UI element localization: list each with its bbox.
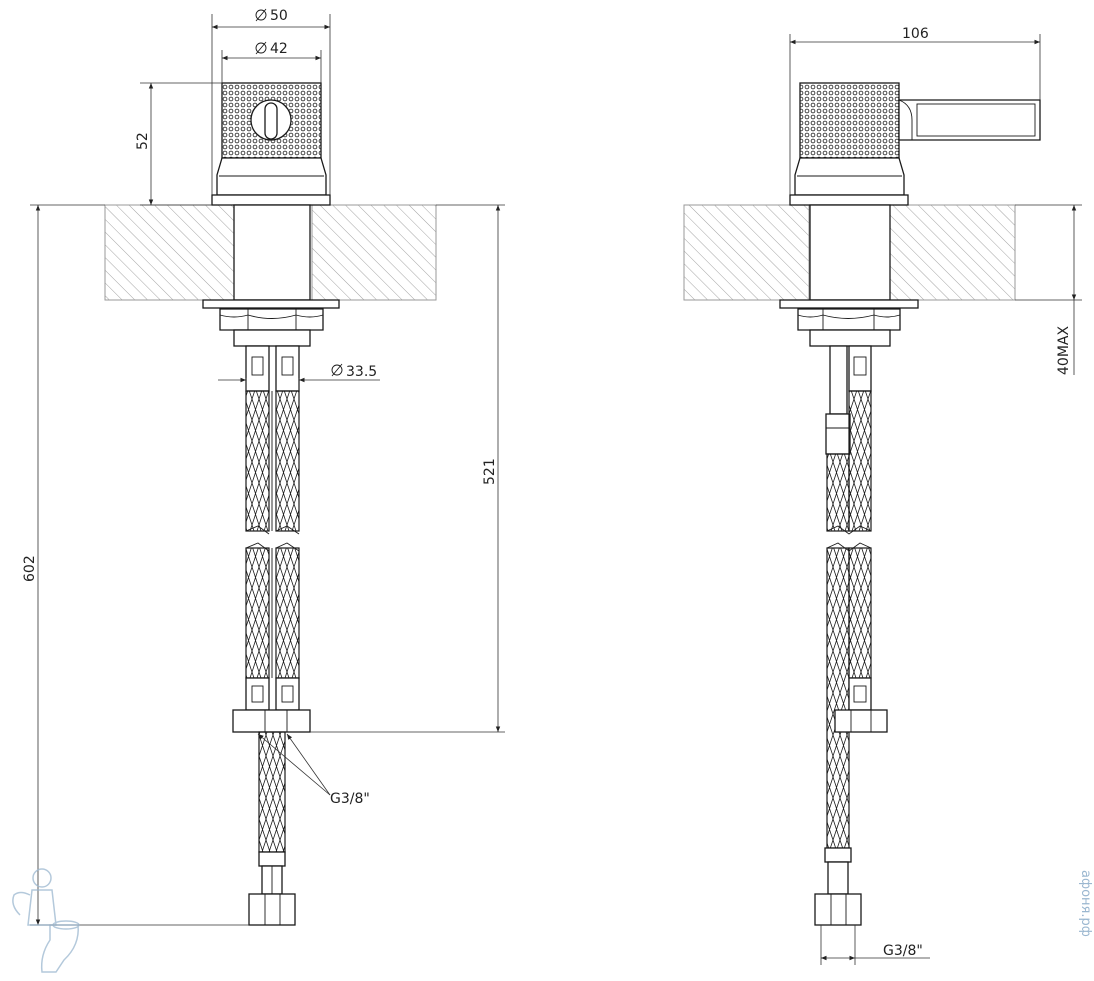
front-view: 50 42 52 602 521 33.5 G3/8" xyxy=(22,8,505,926)
base-flange-front xyxy=(202,157,340,347)
base-flange-side xyxy=(779,157,919,347)
deck-section-front xyxy=(104,204,437,301)
dimension-lines-front xyxy=(30,14,505,926)
dim-head-height-label: 52 xyxy=(135,132,151,150)
dim-width-label: 106 xyxy=(902,26,929,42)
hoses-front xyxy=(232,345,311,926)
dim-outer-diameter-label: 50 xyxy=(270,8,288,24)
watermark-text: афоня.рф xyxy=(1078,870,1093,937)
watermark-logo xyxy=(12,868,80,973)
hoses-side xyxy=(814,345,888,926)
dim-total-height-label: 602 xyxy=(22,555,38,582)
thread-label-front: G3/8" xyxy=(330,791,370,807)
diameter-symbols-front xyxy=(255,8,343,377)
knurled-handle-side xyxy=(799,82,1041,159)
thread-label-side: G3/8" xyxy=(883,943,923,959)
dim-inner-diameter-label: 42 xyxy=(270,41,288,57)
dimension-lines-side xyxy=(789,34,1082,965)
dim-max-deck-label: 40MAX xyxy=(1056,326,1072,375)
side-view: 106 40MAX G3/8" xyxy=(683,26,1082,965)
dim-below-deck-label: 521 xyxy=(482,458,498,485)
knurled-handle-front xyxy=(221,82,322,159)
dim-shank-diameter-label: 33.5 xyxy=(346,364,377,380)
deck-section-side xyxy=(683,204,1016,301)
